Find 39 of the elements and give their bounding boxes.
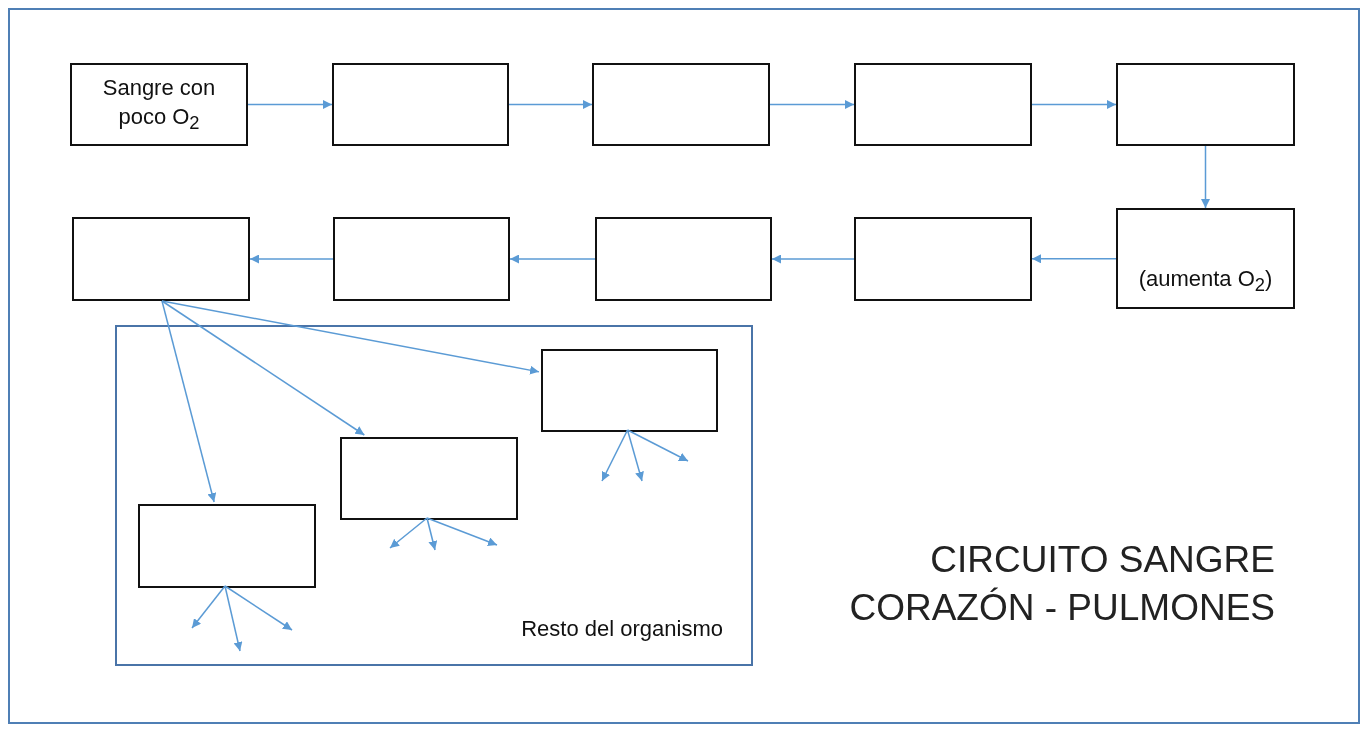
arrow	[161, 300, 366, 436]
text-box	[1116, 208, 1295, 309]
group-panel	[115, 325, 753, 666]
arrow	[1031, 100, 1117, 109]
arrow	[769, 100, 855, 109]
empty-box	[592, 63, 770, 146]
group-label: Resto del organismo	[521, 616, 723, 642]
arrow	[247, 100, 333, 109]
arrow	[426, 517, 498, 546]
arrow	[191, 585, 226, 629]
arrow	[249, 254, 334, 264]
arrow	[626, 429, 689, 462]
empty-box	[854, 217, 1032, 301]
empty-box	[332, 63, 509, 146]
box-label: Sangre con poco O$_{2}$	[101, 74, 217, 135]
arrow	[626, 429, 644, 482]
arrow	[1201, 145, 1210, 209]
box-label: (aumenta O$_{2}$)	[1138, 264, 1273, 298]
empty-box	[1116, 63, 1295, 146]
arrow	[509, 254, 596, 264]
arrow	[601, 429, 629, 482]
diagram-title: CIRCUITO SANGRE CORAZÓN - PULMONES	[848, 538, 1275, 631]
empty-box	[854, 63, 1032, 146]
arrow	[771, 254, 855, 264]
empty-box	[72, 217, 250, 301]
arrow	[224, 585, 293, 631]
arrow	[1031, 254, 1117, 264]
empty-box	[541, 349, 718, 432]
arrow	[389, 517, 428, 549]
arrow	[508, 100, 593, 109]
text-box	[70, 63, 248, 146]
arrow	[161, 300, 540, 375]
empty-box	[595, 217, 772, 301]
empty-box	[340, 437, 518, 520]
arrow	[161, 300, 217, 503]
arrow	[426, 517, 438, 551]
empty-box	[333, 217, 510, 301]
empty-box	[138, 504, 316, 588]
arrow	[224, 585, 243, 652]
